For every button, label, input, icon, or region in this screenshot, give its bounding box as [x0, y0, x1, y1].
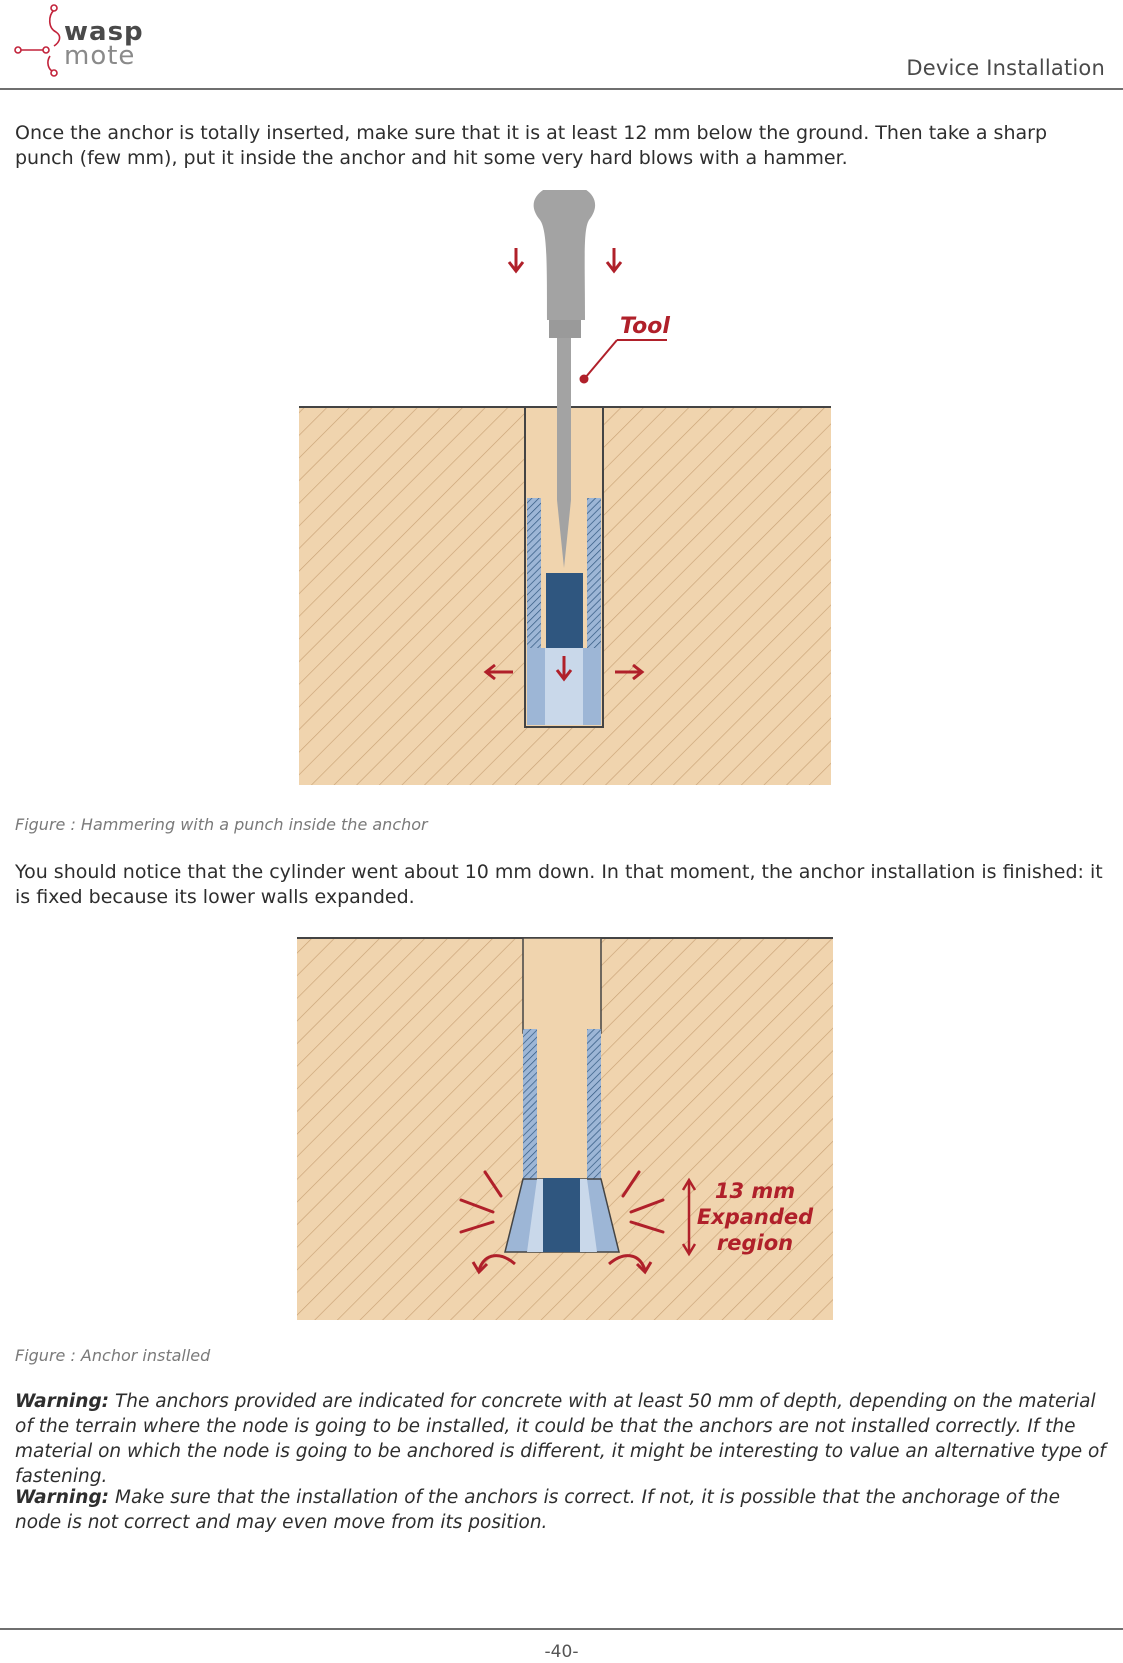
anchor-wall-left-upper	[527, 498, 541, 648]
anchor-wall-right	[587, 1029, 601, 1179]
page-number: -40-	[544, 1642, 579, 1662]
curved-arrow-right-icon	[608, 1254, 653, 1275]
anchor-wall-right-upper	[587, 498, 601, 648]
page-header: wasp mote Device Installation	[0, 0, 1123, 90]
warning-label: Warning:	[15, 1391, 110, 1412]
punch-tool	[533, 190, 595, 568]
arrow-down-right-icon	[605, 248, 623, 274]
intro-paragraph: Once the anchor is totally inserted, mak…	[15, 122, 1048, 169]
drill-hole	[522, 937, 602, 1034]
arrow-down-left-icon	[507, 248, 525, 274]
wasp-mote-logo: wasp mote	[14, 4, 144, 77]
expanded-label-region: region	[717, 1231, 793, 1255]
figure1-caption: Figure : Hammering with a punch inside t…	[15, 815, 428, 834]
anchor-inner	[537, 1029, 587, 1179]
expanded-label-measure: 13 mm	[715, 1179, 795, 1203]
expanded-label-word: Expanded	[697, 1205, 814, 1229]
tool-label: Tool	[620, 314, 670, 339]
footer-divider	[0, 1628, 1123, 1630]
arrow-right-icon	[615, 663, 645, 681]
anchor-cylinder	[543, 1178, 580, 1252]
middle-paragraph: You should notice that the cylinder went…	[15, 861, 1103, 908]
warning-text: The anchors provided are indicated for c…	[15, 1391, 1106, 1487]
figure-anchor-installed: 13 mm Expanded region	[297, 937, 833, 1320]
figure-hammering-punch: Tool	[299, 190, 831, 785]
arrow-left-icon	[483, 663, 513, 681]
burst-lines-right-icon	[621, 1170, 665, 1234]
figure2-caption: Figure : Anchor installed	[15, 1346, 211, 1365]
dimension-arrow-icon	[681, 1177, 697, 1257]
logo-text-wasp: wasp	[64, 17, 144, 47]
curved-arrow-left-icon	[471, 1254, 516, 1275]
warning-paragraph-1: Warning: The anchors provided are indica…	[15, 1389, 1109, 1489]
header-divider	[0, 88, 1123, 90]
anchor-cylinder	[546, 573, 583, 648]
warning-paragraph-2: Warning: Make sure that the installation…	[15, 1485, 1109, 1535]
anchor-wall-left	[523, 1029, 537, 1179]
section-title: Device Installation	[906, 56, 1105, 80]
arrow-down-center-icon	[555, 656, 573, 682]
burst-lines-left-icon	[459, 1170, 503, 1234]
tool-label-dot	[579, 374, 589, 384]
tool-label-leader	[584, 339, 618, 379]
warning-text: Make sure that the installation of the a…	[15, 1487, 1060, 1533]
logo-text-mote: mote	[64, 41, 135, 71]
warning-label: Warning:	[15, 1487, 110, 1508]
